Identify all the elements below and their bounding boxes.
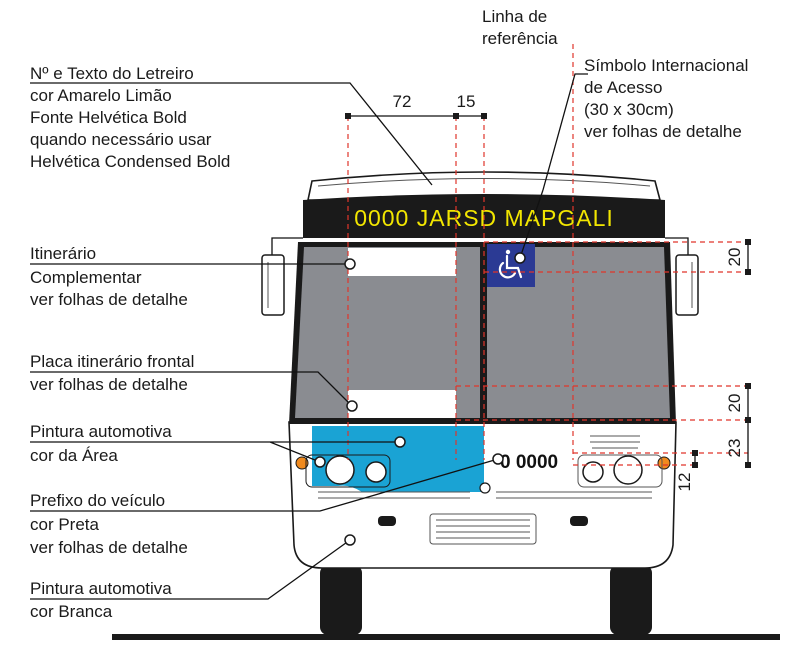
front-itinerary-plate <box>348 390 456 418</box>
leader-area-paint <box>30 441 400 463</box>
label-reference-line-1: Linha de <box>482 7 547 26</box>
right-dim-tick-4 <box>745 417 751 423</box>
right-dim-tick-2 <box>745 269 751 275</box>
leader-prefix <box>30 458 499 512</box>
label-access-symbol-3: (30 x 30cm) <box>584 100 674 119</box>
leader-access-symbol <box>542 73 588 191</box>
small-dim-tick-2 <box>692 462 698 468</box>
label-sign-text-4: quando necessário usar <box>30 130 212 149</box>
left-lamp-cluster <box>305 454 391 488</box>
front-trim-right <box>496 491 652 499</box>
windshield-left <box>295 247 480 418</box>
dim-15: 15 <box>457 92 476 111</box>
dot-prefix <box>492 453 504 465</box>
label-itinerary-2: Complementar <box>30 268 142 287</box>
label-white-paint-2: cor Branca <box>30 602 113 621</box>
left-wheel <box>320 565 362 635</box>
roof <box>307 171 662 201</box>
leader-white-paint <box>30 539 351 600</box>
access-symbol <box>487 244 535 287</box>
right-dim-tick-5 <box>745 462 751 468</box>
dot-access-symbol <box>514 252 526 264</box>
right-headlight-outer <box>613 455 643 485</box>
dot-area-paint-2 <box>394 436 406 448</box>
label-sign-text-5: Helvética Condensed Bold <box>30 152 230 171</box>
dot-itinerary <box>344 258 356 270</box>
label-sign-text-2: cor Amarelo Limão <box>30 86 172 105</box>
label-prefix-1: Prefixo do veículo <box>30 491 165 510</box>
right-headlight-inner <box>582 461 604 483</box>
wheelchair-icon <box>498 249 523 279</box>
left-mirror-arm <box>271 237 303 258</box>
left-headlight-inner <box>365 461 387 483</box>
label-front-plate-1: Placa itinerário frontal <box>30 352 194 371</box>
dim-23: 23 <box>725 439 744 458</box>
leader-access-symbol-2 <box>519 189 544 259</box>
label-prefix-3: ver folhas de detalhe <box>30 538 188 557</box>
right-turn-signal <box>657 456 671 470</box>
right-dim-tick-3 <box>745 383 751 389</box>
left-turn-signal <box>295 456 309 470</box>
front-trim-upper <box>590 435 640 449</box>
dot-area-paint-1 <box>314 456 326 468</box>
grille <box>429 513 537 545</box>
dim-12: 12 <box>675 473 694 492</box>
label-access-symbol-4: ver folhas de detalhe <box>584 122 742 141</box>
label-prefix-2: cor Preta <box>30 515 100 534</box>
label-itinerary-1: Itinerário <box>30 244 96 263</box>
label-itinerary-3: ver folhas de detalhe <box>30 290 188 309</box>
vehicle-prefix: 0 0000 <box>500 452 558 473</box>
label-front-plate-2: ver folhas de detalhe <box>30 375 188 394</box>
brand-logo <box>479 482 491 494</box>
label-sign-text-3: Fonte Helvética Bold <box>30 108 187 127</box>
top-dim-tick-3 <box>481 113 487 119</box>
dot-front-plate <box>346 400 358 412</box>
roof-detail <box>317 178 651 187</box>
label-white-paint-1: Pintura automotiva <box>30 579 172 598</box>
dot-white-paint <box>344 534 356 546</box>
label-reference-line-2: referência <box>482 29 558 48</box>
right-dim-tick-1 <box>745 239 751 245</box>
right-mirror-arm <box>665 237 689 258</box>
right-fog-lamp <box>570 516 588 526</box>
dim-72: 72 <box>393 92 412 111</box>
label-area-paint-1: Pintura automotiva <box>30 422 172 441</box>
right-wheel <box>610 565 652 635</box>
top-dim-tick-2 <box>453 113 459 119</box>
dim-20-top: 20 <box>725 248 744 267</box>
front-trim-left <box>318 491 470 499</box>
label-sign-text-1: Nº e Texto do Letreiro <box>30 64 194 83</box>
top-dim-tick-1 <box>345 113 351 119</box>
right-mirror <box>675 254 699 316</box>
right-lamp-cluster <box>577 454 663 488</box>
small-dim-tick-1 <box>692 450 698 456</box>
label-access-symbol-2: de Acesso <box>584 78 662 97</box>
dim-20-mid: 20 <box>725 394 744 413</box>
leader-sign-text <box>30 82 433 186</box>
label-access-symbol-1: Símbolo Internacional <box>584 56 748 75</box>
ground-line <box>112 634 780 640</box>
leader-front-plate <box>30 371 353 407</box>
windshield-right <box>487 247 670 418</box>
label-area-paint-2: cor da Área <box>30 446 118 465</box>
left-headlight-outer <box>325 455 355 485</box>
left-fog-lamp <box>378 516 396 526</box>
complementary-itinerary-panel <box>348 248 456 276</box>
